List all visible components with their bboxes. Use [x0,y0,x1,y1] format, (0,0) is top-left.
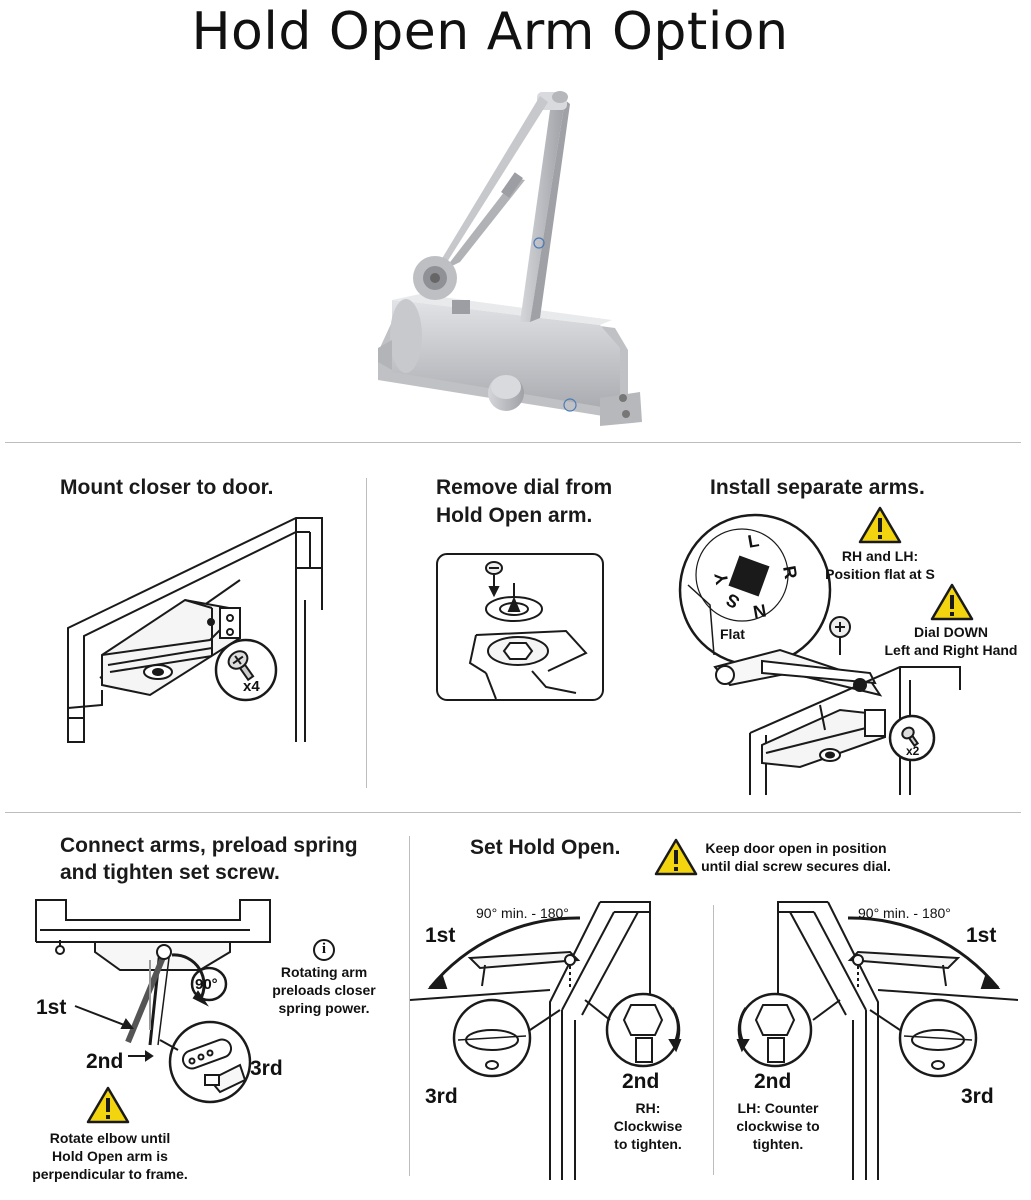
install-warning2-line1: Dial DOWN [914,624,988,640]
hold-open-lh-diagram [736,901,1019,1180]
connect-warning-line2: Hold Open arm is [52,1148,168,1164]
connect-label-1st: 1st [36,996,67,1019]
rh-label-2nd: 2nd [622,1070,660,1093]
lh-label-3rd: 3rd [961,1085,994,1108]
connect-arms-diagram [35,899,271,1104]
install-warning1-line1: RH and LH: [841,548,919,564]
connect-warning-line1: Rotate elbow until [49,1130,171,1146]
lh-note-line3: tighten. [752,1136,804,1152]
mount-screw-count: x4 [243,678,260,695]
connect-info-line2: preloads closer [272,982,376,998]
connect-info-line1: Rotating arm [280,964,368,980]
set-hold-open-heading: Set Hold Open. [470,836,621,859]
dial-flat-label: Flat [720,626,745,642]
info-symbol: i [321,941,327,957]
install-warning2-line2: Left and Right Hand [884,642,1018,658]
lh-label-1st: 1st [966,924,997,947]
remove-dial-heading-1: Remove dial from [436,476,613,499]
hold-open-warning-line2: until dial screw secures dial. [701,858,891,874]
connect-arms-heading-2: and tighten set screw. [60,861,280,884]
divider-vertical-1 [366,478,367,788]
warning-icon [858,506,902,544]
connect-warning-line3: perpendicular to frame. [32,1166,188,1182]
divider-vertical-3 [713,905,714,1175]
rh-label-3rd: 3rd [425,1085,458,1108]
rh-note-line3: to tighten. [614,1136,682,1152]
warning-icon [86,1086,130,1124]
connect-arms-heading-1: Connect arms, preload spring [60,834,358,857]
warning-icon [930,583,974,621]
info-icon [313,939,335,961]
rh-note-line1: RH: [635,1100,661,1116]
connect-angle-label: 90° [195,976,218,993]
remove-dial-diagram [436,553,604,701]
hold-open-rh-diagram [409,901,682,1180]
rh-note-line2: Clockwise [613,1118,683,1134]
connect-info-line3: spring power. [278,1000,370,1016]
install-arms-heading: Install separate arms. [710,476,925,499]
remove-dial-heading-2: Hold Open arm. [436,504,593,527]
install-arms-diagram [678,513,961,795]
divider-vertical-2 [409,836,410,1176]
hold-open-warning-line1: Keep door open in position [705,840,887,856]
connect-label-2nd: 2nd [86,1050,124,1073]
warning-icon [654,838,698,876]
install-warning1-line2: Position flat at S [825,566,935,582]
lh-range-label: 90° min. - 180° [858,905,951,921]
rh-range-label: 90° min. - 180° [476,905,569,921]
mount-heading: Mount closer to door. [60,476,274,499]
lh-note-line1: LH: Counter [737,1100,819,1116]
lh-note-line2: clockwise to [736,1118,820,1134]
install-screw-count: x2 [906,744,920,758]
page-title: Hold Open Arm Option [191,2,789,62]
door-closer-product-image [378,91,642,426]
divider-top [5,442,1021,443]
mount-diagram [67,517,323,743]
connect-label-3rd: 3rd [250,1057,283,1080]
divider-middle [5,812,1021,813]
lh-label-2nd: 2nd [754,1070,792,1093]
rh-label-1st: 1st [425,924,456,947]
